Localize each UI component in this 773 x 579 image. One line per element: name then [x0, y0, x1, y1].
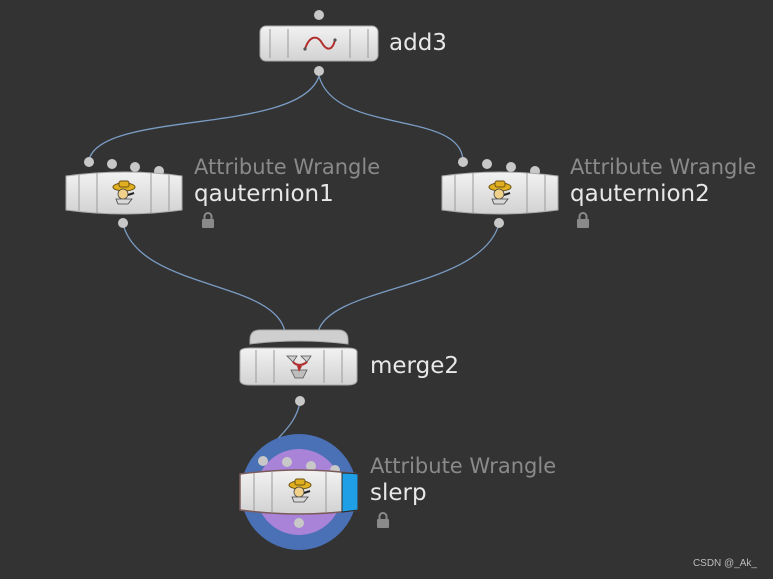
wire-add3-to-qauternion1[interactable] [88, 75, 320, 161]
node-slerp[interactable] [239, 434, 359, 550]
node-name-add3[interactable]: add3 [389, 30, 447, 56]
merge-icon [286, 355, 312, 379]
display-flag[interactable] [341, 472, 359, 513]
curve-icon [303, 36, 337, 51]
node-name-merge2[interactable]: merge2 [370, 353, 459, 379]
wires [88, 75, 500, 461]
lock-icon [577, 212, 589, 228]
node-name-slerp[interactable]: slerp [370, 480, 427, 506]
node-qauternion2[interactable] [441, 157, 559, 228]
input-connector-3[interactable] [306, 461, 316, 471]
node-name-qauternion1[interactable]: qauternion1 [194, 181, 334, 207]
output-connector[interactable] [314, 66, 324, 76]
wrangle-cowboy-icon [112, 180, 136, 205]
wrangle-cowboy-icon [288, 478, 312, 503]
lock-icon [202, 212, 214, 228]
input-connector[interactable] [314, 10, 324, 20]
output-connector[interactable] [294, 518, 304, 528]
input-connector-2[interactable] [482, 159, 492, 169]
node-type-slerp: Attribute Wrangle [370, 454, 557, 478]
node-add3[interactable] [259, 10, 379, 76]
lock-icon [377, 512, 389, 528]
input-connector-1[interactable] [258, 456, 268, 466]
wire-qauternion2-to-merge2[interactable] [317, 223, 500, 333]
wire-qauternion1-to-merge2[interactable] [122, 223, 286, 333]
input-connector-2[interactable] [282, 457, 292, 467]
node-name-qauternion2[interactable]: qauternion2 [570, 181, 710, 207]
watermark: CSDN @_Ak_ [692, 558, 757, 569]
wire-add3-to-qauternion2[interactable] [318, 75, 464, 161]
output-connector[interactable] [118, 218, 128, 228]
node-merge2[interactable] [239, 329, 358, 406]
node-type-qauternion2: Attribute Wrangle [570, 155, 757, 179]
node-body[interactable] [259, 25, 379, 62]
input-connector-3[interactable] [130, 162, 140, 172]
wrangle-cowboy-icon [488, 180, 512, 205]
output-connector[interactable] [494, 218, 504, 228]
node-type-qauternion1: Attribute Wrangle [194, 155, 381, 179]
input-connector-3[interactable] [506, 162, 516, 172]
input-connector-2[interactable] [107, 159, 117, 169]
merge-input-bar[interactable] [249, 329, 349, 345]
output-connector[interactable] [295, 396, 305, 406]
input-connector-1[interactable] [84, 157, 94, 167]
node-qauternion1[interactable] [65, 157, 183, 228]
input-connector-1[interactable] [458, 157, 468, 167]
